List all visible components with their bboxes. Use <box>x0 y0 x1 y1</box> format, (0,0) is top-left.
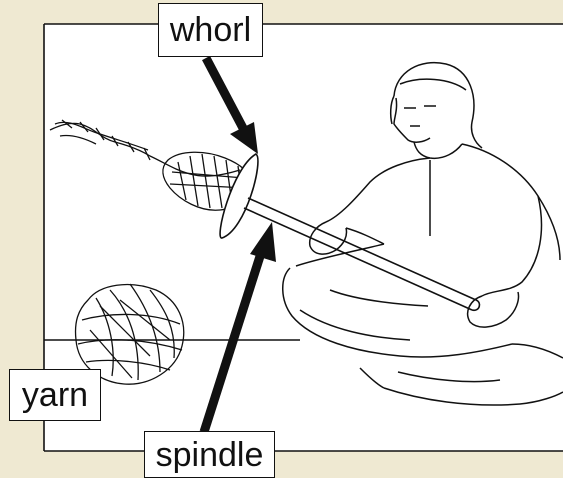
whorl-label: whorl <box>158 3 263 57</box>
yarn-label: yarn <box>9 369 101 421</box>
spindle-label: spindle <box>144 431 275 478</box>
illustration-panel <box>44 24 563 451</box>
